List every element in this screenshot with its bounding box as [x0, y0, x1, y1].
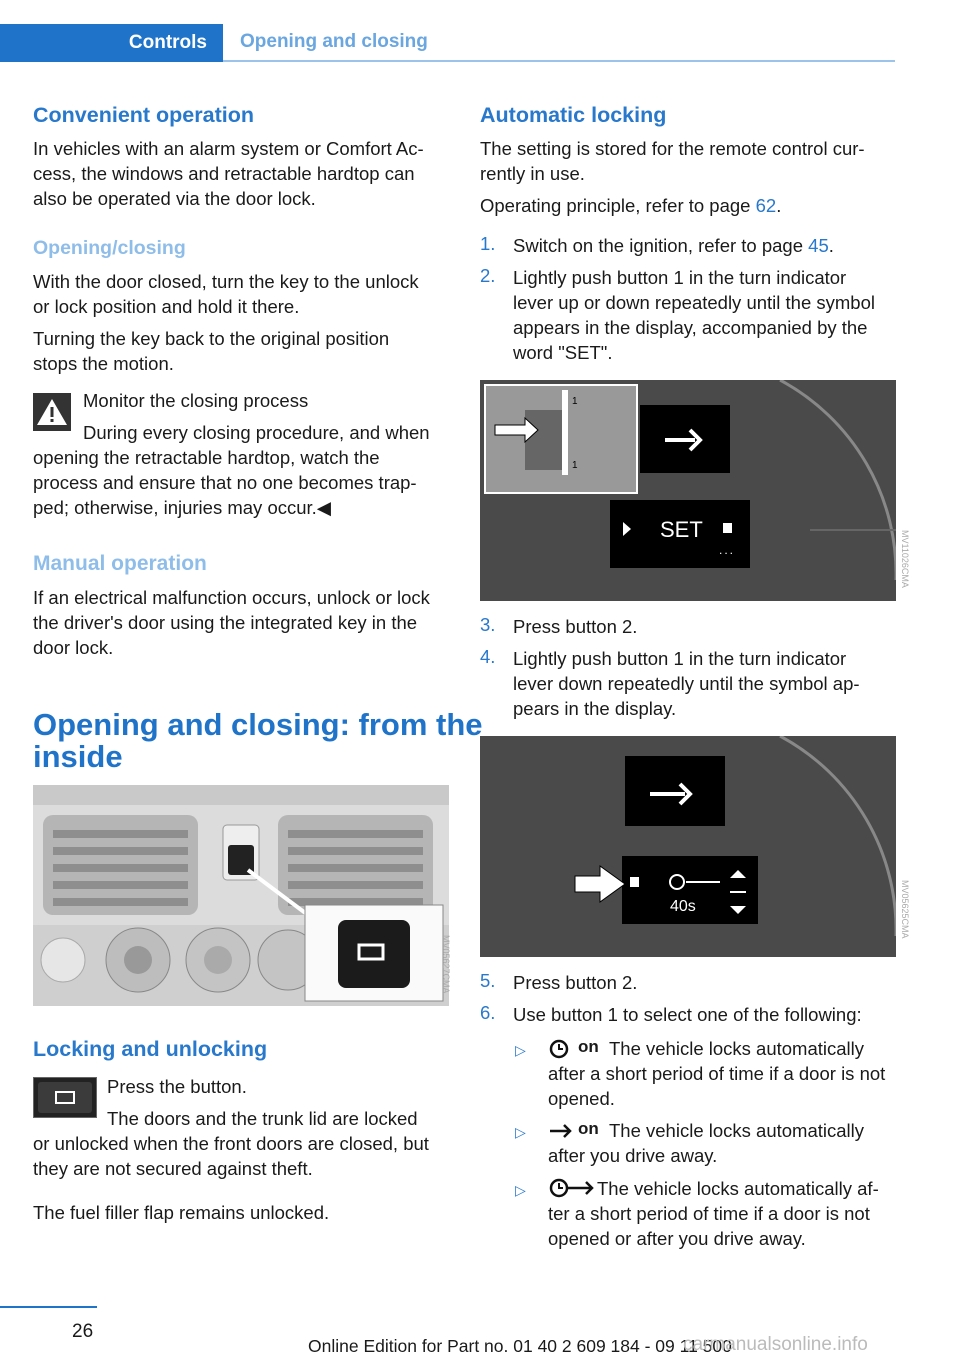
warning-text-4: ped; otherwise, injuries may occur.◀	[33, 497, 332, 518]
svg-text:1: 1	[572, 460, 578, 471]
option-2-text-1: The vehicle locks automatically	[609, 1120, 864, 1141]
fuel-flap-text: The fuel filler flap remains unlocked.	[33, 1202, 330, 1223]
principle-text: Operating principle, refer to page 62.	[480, 195, 782, 216]
step-4-text-3: pears in the display.	[513, 698, 677, 719]
page-link-62[interactable]: 62	[755, 195, 777, 216]
step-4-text-1: Lightly push button 1 in the turn indica…	[513, 648, 847, 669]
watermark: carmanualsonline.info	[683, 1334, 868, 1355]
auto-text-1: The setting is stored for the remote con…	[480, 138, 865, 159]
interior-button-image: MV05627CMA	[33, 785, 449, 1006]
para-conv-1: In vehicles with an alarm system or Comf…	[33, 138, 424, 159]
auto-text-2: rently in use.	[480, 163, 585, 184]
image-code-label-2: MV05625CMA	[900, 880, 910, 939]
step-5-text: Press button 2.	[513, 972, 638, 993]
image-code-label: MV05627CMA	[441, 935, 451, 994]
chapter-heading-1: Opening and closing: from the	[33, 707, 483, 742]
step-num: 6.	[480, 1002, 496, 1023]
page-link-45[interactable]: 45	[808, 235, 829, 256]
step-1-text: Switch on the ignition, refer to page 45…	[513, 235, 834, 256]
door-lock-button-icon	[33, 1077, 97, 1118]
subsection-title: Opening and closing	[240, 31, 428, 52]
warning-text-2: opening the retractable hardtop, watch t…	[33, 447, 380, 468]
drive-arrow-icon	[548, 1121, 576, 1146]
step-num: 3.	[480, 614, 496, 635]
bullet-arrow-icon: ▷	[515, 1182, 526, 1198]
para-conv-2: cess, the windows and retractable hardto…	[33, 163, 415, 184]
image-code-label-1: MV11026CMA	[900, 530, 910, 588]
para-manual-3: door lock.	[33, 637, 114, 658]
header-rule	[223, 60, 895, 62]
step-2-text-4: word "SET".	[513, 342, 613, 363]
para-oc-2: or lock position and hold it there.	[33, 296, 300, 317]
heading-locking-unlocking: Locking and unlocking	[33, 1037, 268, 1061]
footer-rule	[0, 1306, 97, 1308]
step-num: 4.	[480, 646, 496, 667]
step-num: 2.	[480, 265, 496, 286]
edition-text: Online Edition for Part no. 01 40 2 609 …	[308, 1336, 732, 1356]
heading-opening-closing: Opening/closing	[33, 237, 186, 259]
bullet-arrow-icon: ▷	[515, 1042, 526, 1058]
chapter-heading-2: inside	[33, 739, 123, 774]
page-number: 26	[72, 1321, 94, 1342]
para-manual-2: the driver's door using the integrated k…	[33, 612, 418, 633]
warning-title: Monitor the closing process	[83, 390, 309, 411]
lock-text-2: or unlocked when the front doors are clo…	[33, 1133, 429, 1154]
lock-press: Press the button.	[107, 1076, 247, 1097]
step-3-text: Press button 2.	[513, 616, 638, 637]
display-time-label: 40s	[670, 898, 696, 915]
on-label: on	[578, 1119, 599, 1138]
para-manual-1: If an electrical malfunction occurs, unl…	[33, 587, 430, 608]
display-set-image: 1 1 SET ...	[480, 380, 896, 601]
step-6-text: Use button 1 to select one of the follow…	[513, 1004, 862, 1025]
para-conv-3: also be operated via the door lock.	[33, 188, 316, 209]
para-oc-4: stops the motion.	[33, 353, 174, 374]
heading-manual-operation: Manual operation	[33, 552, 207, 575]
warning-text-1: During every closing procedure, and when	[83, 422, 430, 443]
para-oc-1: With the door closed, turn the key to th…	[33, 271, 419, 292]
step-4-text-2: lever down repeatedly until the symbol a…	[513, 673, 860, 694]
clock-arrow-icon	[548, 1176, 596, 1205]
option-3-text-3: opened or after you drive away.	[548, 1228, 806, 1249]
warning-icon	[33, 393, 71, 431]
step-num: 5.	[480, 970, 496, 991]
svg-text:1: 1	[572, 396, 578, 407]
heading-convenient-operation: Convenient operation	[33, 103, 254, 127]
lock-text-1: The doors and the trunk lid are locked	[107, 1108, 418, 1129]
option-2-text-2: after you drive away.	[548, 1145, 718, 1166]
option-1-text-2: after a short period of time if a door i…	[548, 1063, 886, 1084]
section-label: Controls	[128, 32, 207, 53]
option-1-text-3: opened.	[548, 1088, 615, 1109]
heading-automatic-locking: Automatic locking	[480, 103, 667, 127]
step-2-text-3: appears in the display, accompanied by t…	[513, 317, 868, 338]
option-3-text-1: The vehicle locks automatically af-	[597, 1178, 879, 1199]
warning-text-3: process and ensure that no one becomes t…	[33, 472, 417, 493]
step-2-text-1: Lightly push button 1 in the turn indica…	[513, 267, 847, 288]
section-tab[interactable]: Controls	[0, 24, 223, 62]
step-2-text-2: lever up or down repeatedly until the sy…	[513, 292, 875, 313]
step-num: 1.	[480, 233, 496, 254]
option-3-text-2: ter a short period of time if a door is …	[548, 1203, 870, 1224]
display-symbol-image: 40s	[480, 736, 896, 957]
para-oc-3: Turning the key back to the original pos…	[33, 328, 390, 349]
option-1-text-1: The vehicle locks automatically	[609, 1038, 864, 1059]
clock-on-icon	[548, 1038, 603, 1065]
bullet-arrow-icon: ▷	[515, 1124, 526, 1140]
on-label: on	[578, 1037, 599, 1056]
display-set-label: SET	[660, 517, 703, 542]
lock-text-3: they are not secured against theft.	[33, 1158, 313, 1179]
